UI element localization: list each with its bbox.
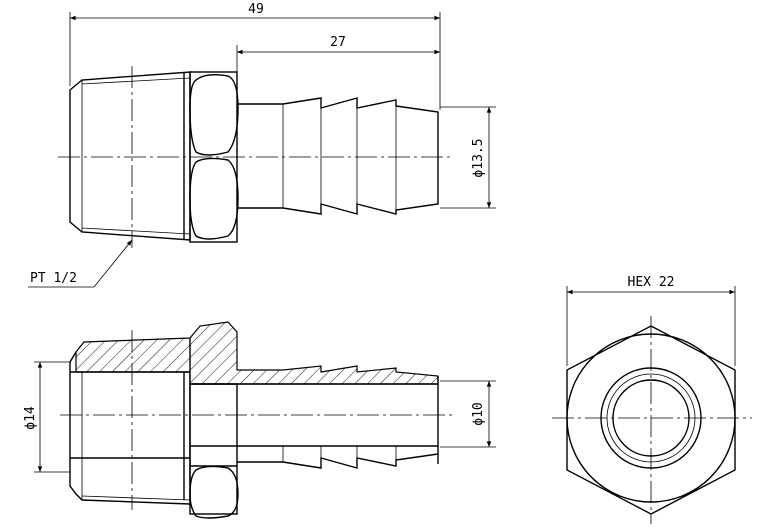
dim-hex-size: HEX 22 — [628, 275, 675, 290]
dim-barb-length: 27 — [330, 35, 346, 50]
section-thread-root-line — [81, 495, 191, 501]
end-view: HEX 22 — [552, 275, 752, 524]
dim-thread-diameter: ϕ14 — [23, 406, 38, 430]
dim-overall-length: 49 — [248, 2, 264, 17]
thread-leader — [28, 239, 133, 288]
top-view: 49 27 ϕ13.5 PT 1/2 — [28, 2, 496, 288]
hex-face-upper — [189, 73, 239, 156]
dim-barb-outer-diameter: ϕ13.5 — [471, 138, 486, 177]
section-hex-face — [189, 465, 239, 519]
section-thread-outline — [69, 351, 191, 505]
dim-bore-diameter: ϕ10 — [471, 402, 486, 425]
thread-root-line-bottom — [81, 227, 191, 235]
section-hatch — [75, 321, 439, 385]
thread-spec-label: PT 1/2 — [30, 271, 77, 286]
hex-face-lower — [189, 157, 239, 240]
section-hex-outline — [189, 383, 238, 515]
section-barb-profile-lower — [237, 453, 439, 469]
thread-root-line-top — [81, 77, 191, 85]
section-view: ϕ14 ϕ10 — [23, 321, 496, 519]
barb-profile — [237, 97, 439, 215]
thread-body-outline — [69, 71, 191, 241]
